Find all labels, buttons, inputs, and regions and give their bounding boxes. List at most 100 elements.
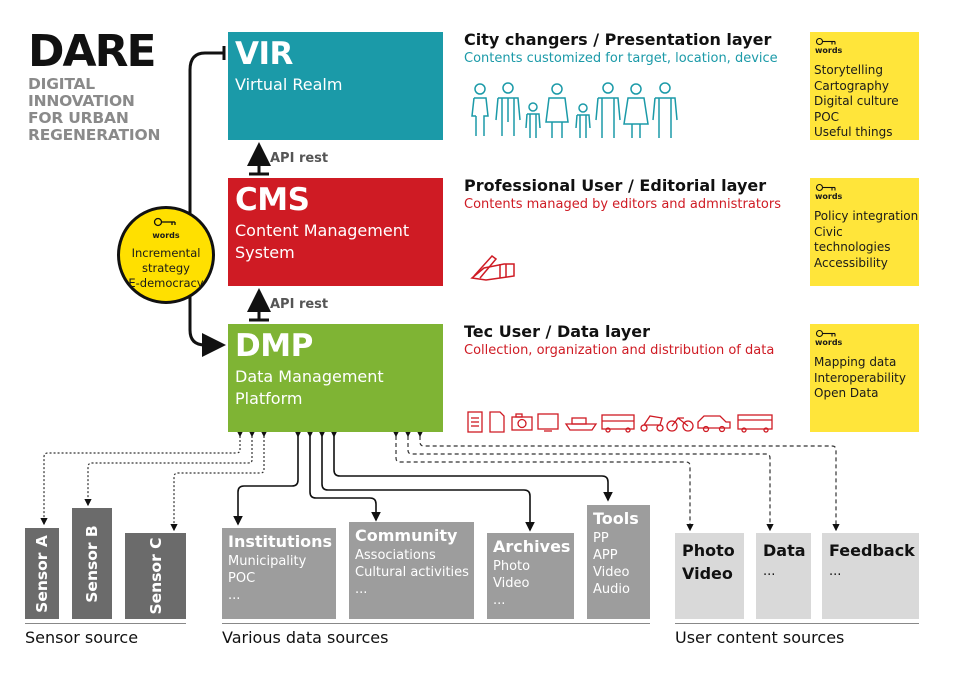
data-source-box-institutions: Institutions Municipality POC ... <box>222 528 336 619</box>
presentation-layer-title: City changers / Presentation layer <box>464 30 772 49</box>
keyword-label: words <box>815 192 843 201</box>
car-icon <box>697 415 731 433</box>
source-items: Municipality POC ... <box>228 553 336 604</box>
key-icon <box>815 183 836 192</box>
source-title: Community <box>355 526 458 545</box>
user-source-links <box>392 430 840 532</box>
sensor-box: Sensor B <box>72 508 112 619</box>
source-items: Associations Cultural activities ... <box>355 547 474 598</box>
layer-name: Virtual Realm <box>235 74 443 96</box>
sensor-label: Sensor B <box>83 524 101 603</box>
logo-title: DARE <box>28 26 157 77</box>
source-item: Cultural activities <box>355 565 469 580</box>
source-title: Institutions <box>228 532 333 551</box>
data-source-icons <box>467 411 773 433</box>
circle-text-line: Incremental <box>131 246 201 260</box>
source-title-line: Photo <box>682 541 735 560</box>
keyword-list: Storytelling Cartography Digital culture… <box>814 63 899 141</box>
group-underline <box>25 623 186 624</box>
circle-text: Incremental strategy E-democracy <box>120 246 212 291</box>
person-icon <box>595 82 621 138</box>
circle-text-line: strategy <box>142 261 190 275</box>
logo-subtitle: DIGITAL INNOVATION FOR URBAN REGENERATIO… <box>28 76 208 144</box>
data-source-links <box>233 428 613 532</box>
writing-hand-icon <box>470 254 515 281</box>
group-caption-sensor: Sensor source <box>25 628 139 647</box>
source-item: ... <box>493 593 506 608</box>
api-rest-label: API rest <box>270 297 329 312</box>
keyword-item: Interoperability <box>814 370 906 385</box>
data-source-box-archives: Archives Photo Video ... <box>487 533 574 619</box>
user-source-box-data: Data ... <box>756 533 811 619</box>
editorial-layer-subtitle: Contents managed by editors and admnistr… <box>464 197 781 212</box>
keyword-item: Open Data <box>814 386 879 400</box>
keyword-item: Digital culture <box>814 94 899 108</box>
logo-subtitle-line: REGENERATION <box>28 126 161 144</box>
logo-subtitle-line: INNOVATION <box>28 92 135 110</box>
keyword-item: Useful things <box>814 125 893 139</box>
source-items: PP APP Video Audio <box>593 530 650 598</box>
sensor-box: Sensor C <box>125 533 186 619</box>
source-title-line: Video <box>682 564 733 583</box>
source-item: ... <box>829 564 842 579</box>
source-title: Data <box>763 541 806 560</box>
layer-name: Content Management System <box>235 220 443 264</box>
source-item: ... <box>763 564 776 579</box>
keyword-label: words <box>152 231 180 240</box>
keyword-item: Cartography <box>814 78 889 93</box>
key-icon <box>815 329 836 338</box>
data-layer-subtitle: Collection, organization and distributio… <box>464 343 775 358</box>
sensor-label: Sensor A <box>33 534 51 613</box>
keyword-item: Mapping data <box>814 355 897 369</box>
cms-layer-box: CMS Content Management System <box>228 178 443 286</box>
layer-name-line: Platform <box>235 389 303 408</box>
editorial-layer-title: Professional User / Editorial layer <box>464 176 767 195</box>
ship-icon <box>564 417 598 431</box>
keyword-label: words <box>815 338 843 347</box>
child-icon <box>525 102 541 138</box>
layer-abbr: DMP <box>235 328 313 364</box>
keyword-item: Storytelling <box>814 63 884 77</box>
document-icon <box>467 411 483 433</box>
vir-layer-box: VIR Virtual Realm <box>228 32 443 140</box>
person-icon <box>471 83 489 136</box>
keyword-list: Mapping data Interoperability Open Data <box>814 355 906 402</box>
keyword-label: words <box>815 46 843 55</box>
source-item: Photo <box>493 559 531 574</box>
keyword-item: Policy integration <box>814 209 919 223</box>
monitor-icon <box>537 413 559 432</box>
data-source-box-community: Community Associations Cultural activiti… <box>349 522 474 619</box>
keyword-card-presentation: words Storytelling Cartography Digital c… <box>810 32 919 140</box>
presentation-layer-subtitle: Contents customized for target, location… <box>464 51 778 66</box>
group-caption-data: Various data sources <box>222 628 389 647</box>
group-caption-user: User content sources <box>675 628 845 647</box>
user-source-box-feedback: Feedback ... <box>822 533 919 619</box>
data-layer-title: Tec User / Data layer <box>464 322 650 341</box>
camera-icon <box>511 413 533 431</box>
key-icon <box>153 217 176 227</box>
logo-subtitle-line: FOR URBAN <box>28 109 129 127</box>
source-title: Photo Video <box>682 539 744 585</box>
source-item: Video <box>493 576 530 591</box>
source-item: POC <box>228 571 256 586</box>
bicycle-icon <box>666 417 694 432</box>
data-source-box-tools: Tools PP APP Video Audio <box>587 505 650 619</box>
source-item: ... <box>228 588 241 603</box>
layer-abbr: CMS <box>235 182 310 218</box>
source-title: Feedback <box>829 541 915 560</box>
child-icon <box>575 103 591 138</box>
group-underline <box>222 623 650 624</box>
person-icon <box>495 82 521 136</box>
source-item: APP <box>593 548 618 563</box>
person-icon <box>652 82 678 138</box>
keyword-item: Civic technologies <box>814 224 891 255</box>
person-icon <box>623 83 649 138</box>
api-arrows <box>247 142 271 322</box>
people-figures-icons <box>471 82 678 138</box>
source-title: Archives <box>493 537 571 556</box>
keyword-card-editorial: words Policy integration Civic technolog… <box>810 178 919 286</box>
source-item: Audio <box>593 582 630 597</box>
layer-name: Data Management Platform <box>235 366 443 410</box>
keyword-item: POC <box>814 109 840 124</box>
